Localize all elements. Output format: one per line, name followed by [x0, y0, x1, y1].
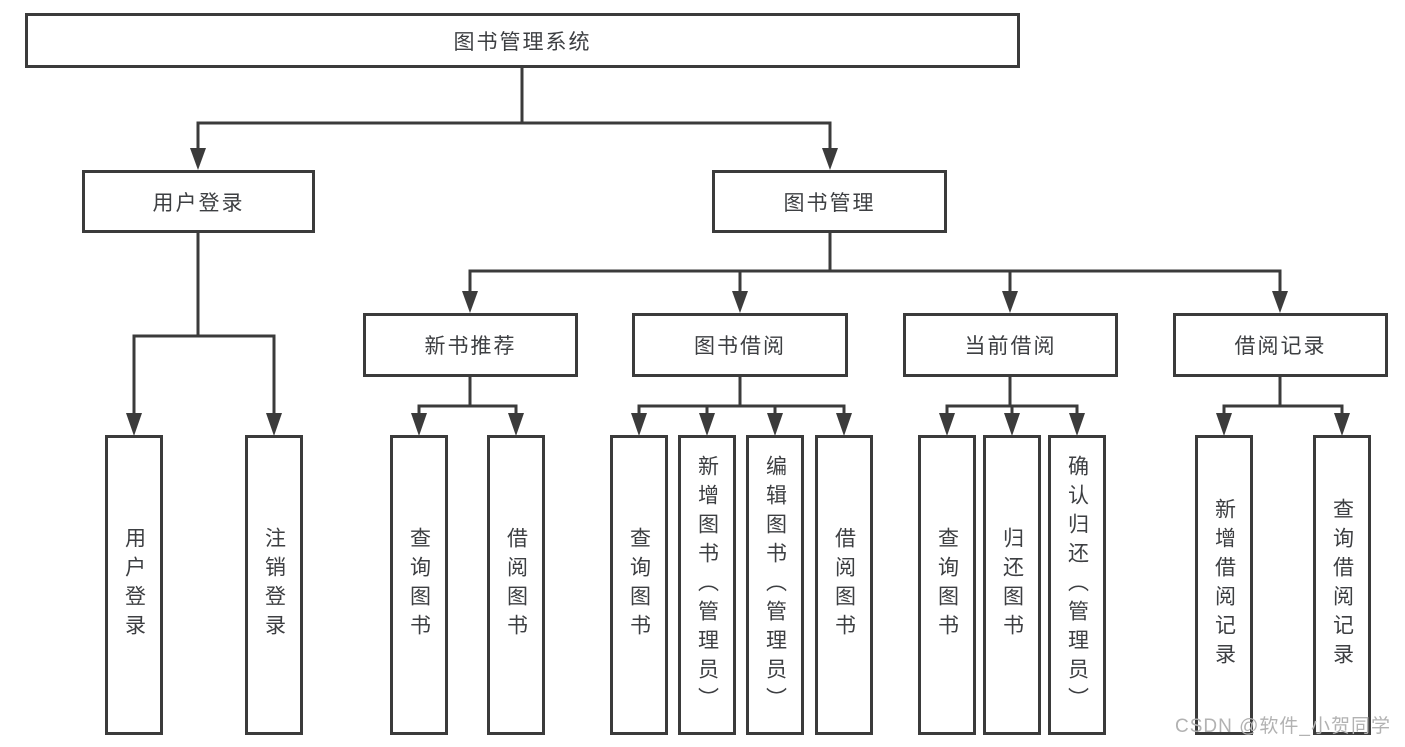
leaf-bb-add-books-admin: 新增图书（管理员） [678, 435, 736, 735]
node-current-borrow: 当前借阅 [903, 313, 1118, 377]
leaf-br-query-record-label: 查询借阅记录 [1330, 498, 1354, 672]
leaf-br-query-record: 查询借阅记录 [1313, 435, 1371, 735]
leaf-bb-borrow-books-label: 借阅图书 [832, 527, 856, 643]
node-new-book-recommend: 新书推荐 [363, 313, 578, 377]
leaf-nb-query-books: 查询图书 [390, 435, 448, 735]
leaf-cb-query-books: 查询图书 [918, 435, 976, 735]
leaf-nb-borrow-books: 借阅图书 [487, 435, 545, 735]
csdn-watermark: CSDN @软件_小贺同学 [1175, 716, 1391, 737]
node-user-login: 用户登录 [82, 170, 315, 233]
node-borrow-records: 借阅记录 [1173, 313, 1388, 377]
leaf-cb-query-books-label: 查询图书 [935, 527, 959, 643]
node-root-library-system: 图书管理系统 [25, 13, 1020, 68]
leaf-cb-confirm-return-admin: 确认归还（管理员） [1048, 435, 1106, 735]
node-book-borrow: 图书借阅 [632, 313, 848, 377]
node-book-management: 图书管理 [712, 170, 947, 233]
leaf-bb-query-books-label: 查询图书 [627, 527, 651, 643]
leaf-nb-borrow-books-label: 借阅图书 [504, 527, 528, 643]
leaf-br-add-record: 新增借阅记录 [1195, 435, 1253, 735]
leaf-bb-edit-books-admin-label: 编辑图书（管理员） [763, 454, 787, 716]
leaf-bb-add-books-admin-label: 新增图书（管理员） [695, 454, 719, 716]
leaf-user-login-label: 用户登录 [122, 527, 146, 643]
leaf-br-add-record-label: 新增借阅记录 [1212, 498, 1236, 672]
leaf-logout-label: 注销登录 [262, 527, 286, 643]
leaf-nb-query-books-label: 查询图书 [407, 527, 431, 643]
leaf-bb-edit-books-admin: 编辑图书（管理员） [746, 435, 804, 735]
leaf-bb-query-books: 查询图书 [610, 435, 668, 735]
leaf-cb-confirm-return-admin-label: 确认归还（管理员） [1065, 454, 1089, 716]
leaf-logout: 注销登录 [245, 435, 303, 735]
leaf-cb-return-books: 归还图书 [983, 435, 1041, 735]
leaf-bb-borrow-books: 借阅图书 [815, 435, 873, 735]
leaf-cb-return-books-label: 归还图书 [1000, 527, 1024, 643]
leaf-user-login: 用户登录 [105, 435, 163, 735]
